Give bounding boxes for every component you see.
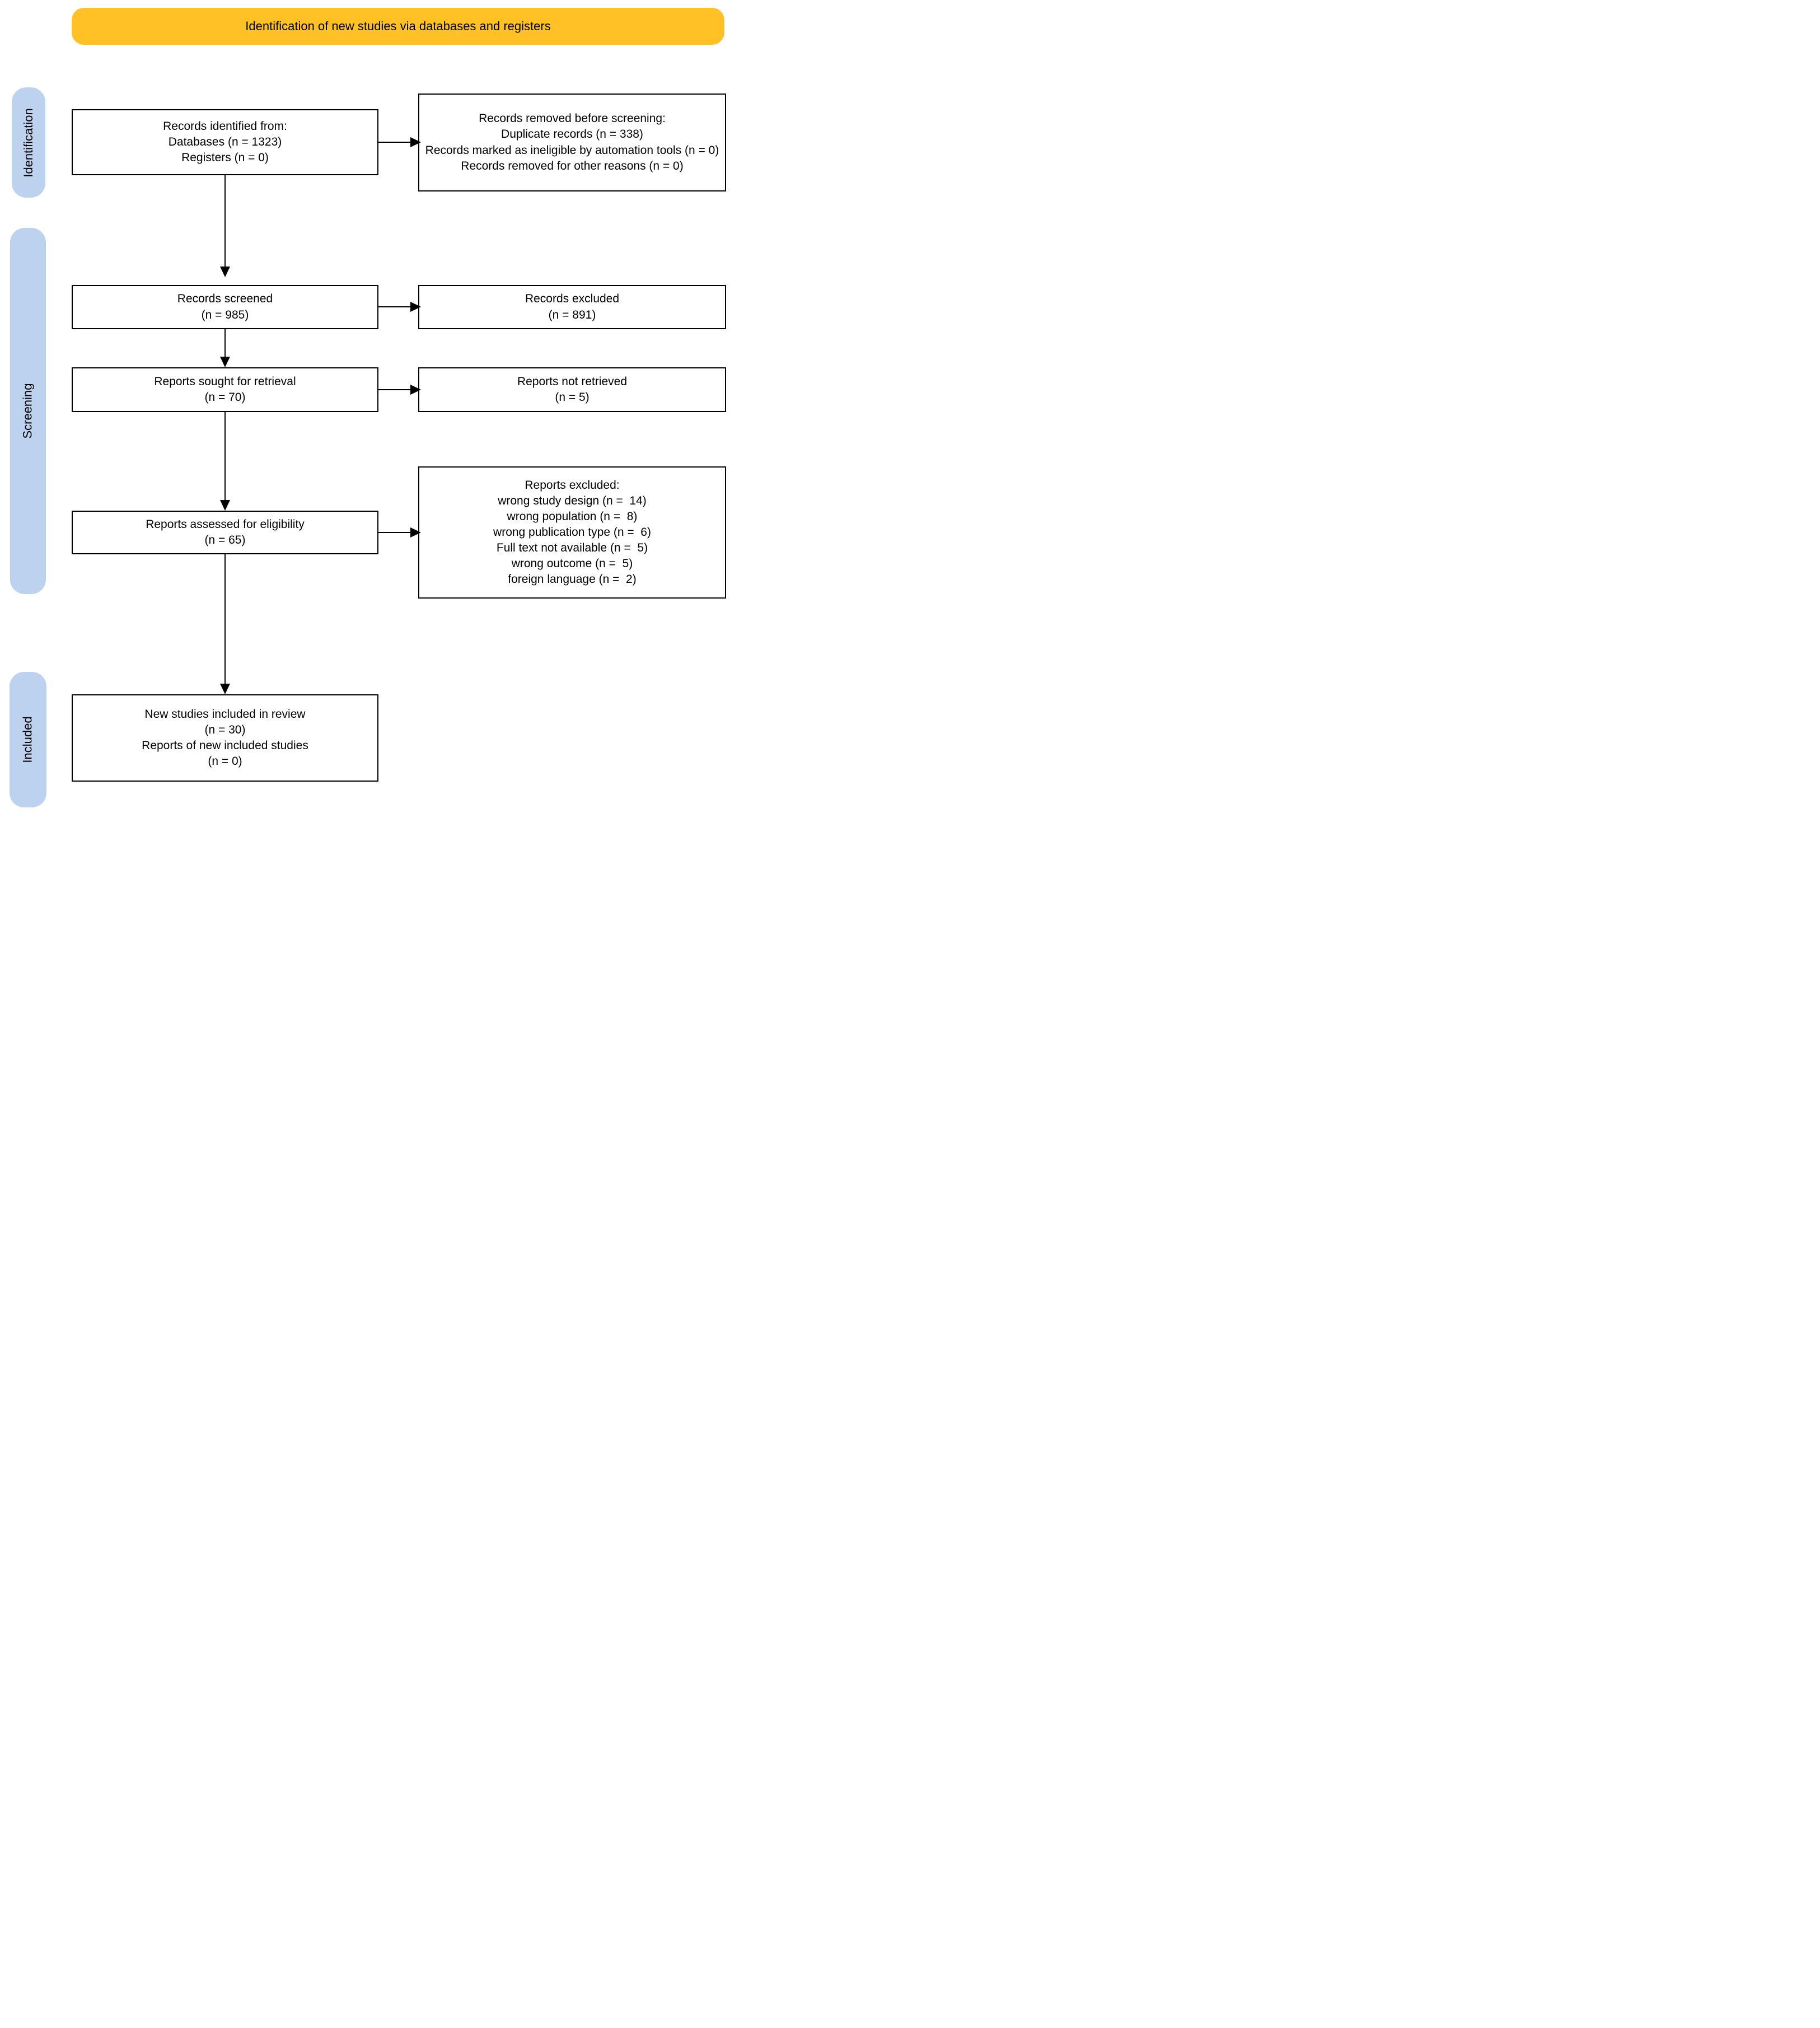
arrow-assessed-to-reports-excluded-head-icon: [410, 527, 421, 538]
stage-label-included-text: Included: [21, 716, 35, 763]
box-reports-assessed: Reports assessed for eligibility (n = 65…: [72, 511, 378, 554]
stage-label-identification: Identification: [12, 87, 45, 198]
stage-label-screening-text: Screening: [21, 383, 35, 439]
prisma-flow-diagram: Identification of new studies via databa…: [0, 0, 728, 811]
box-new-studies-included: New studies included in review (n = 30) …: [72, 694, 378, 782]
stage-label-screening: Screening: [10, 228, 46, 594]
stage-label-identification-text: Identification: [21, 108, 35, 177]
box-records-screened: Records screened (n = 985): [72, 285, 378, 329]
arrow-screened-to-sought-head-icon: [220, 357, 230, 367]
arrow-assessed-to-reports-excluded-line: [378, 532, 411, 534]
title-banner-label: Identification of new studies via databa…: [245, 19, 551, 33]
arrow-assessed-to-included-head-icon: [220, 684, 230, 694]
arrow-sought-to-not-retrieved-line: [378, 389, 411, 391]
title-banner: Identification of new studies via databa…: [72, 8, 724, 45]
stage-label-included: Included: [10, 672, 46, 807]
arrow-sought-to-assessed-line: [224, 412, 226, 500]
box-reports-sought: Reports sought for retrieval (n = 70): [72, 367, 378, 412]
arrow-identified-to-screened-line: [224, 175, 226, 267]
box-records-excluded: Records excluded (n = 891): [418, 285, 726, 329]
arrow-identified-to-removed-head-icon: [410, 137, 421, 147]
box-records-removed-before-screening: Records removed before screening: Duplic…: [418, 94, 726, 191]
arrow-sought-to-not-retrieved-head-icon: [410, 385, 421, 395]
arrow-sought-to-assessed-head-icon: [220, 500, 230, 511]
arrow-screened-to-excluded-line: [378, 306, 411, 308]
arrow-identified-to-removed-line: [378, 142, 411, 143]
box-records-identified: Records identified from: Databases (n = …: [72, 109, 378, 175]
arrow-screened-to-sought-line: [224, 329, 226, 357]
arrow-identified-to-screened-head-icon: [220, 267, 230, 277]
box-reports-not-retrieved: Reports not retrieved (n = 5): [418, 367, 726, 412]
arrow-screened-to-excluded-head-icon: [410, 302, 421, 312]
box-reports-excluded: Reports excluded: wrong study design (n …: [418, 466, 726, 599]
arrow-assessed-to-included-line: [224, 554, 226, 684]
